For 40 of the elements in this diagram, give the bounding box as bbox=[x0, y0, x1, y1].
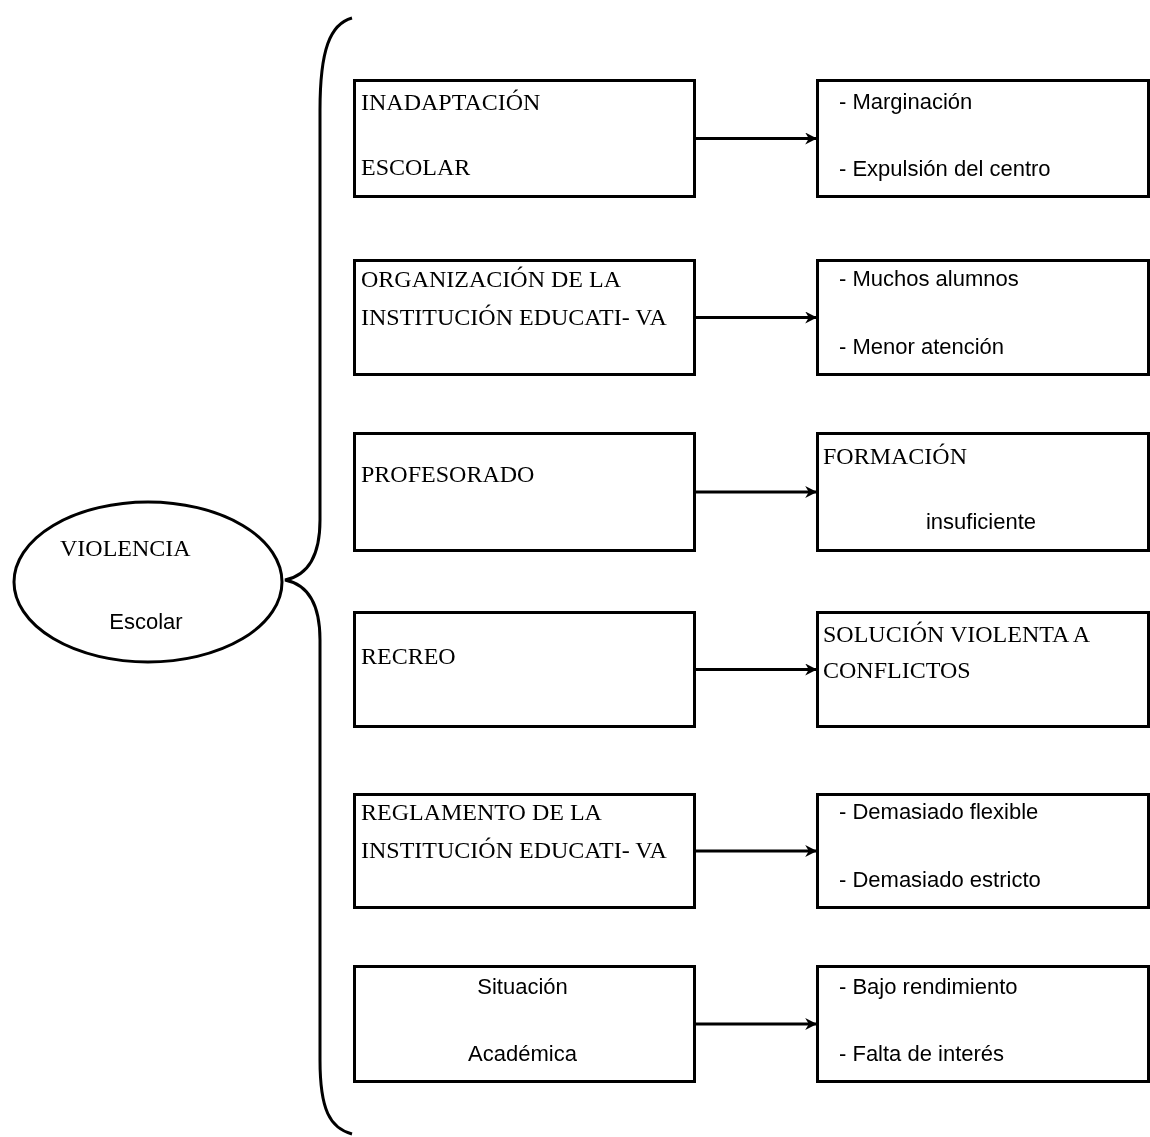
text-box bbox=[353, 611, 696, 728]
arrow bbox=[696, 663, 818, 676]
node-text: - Expulsión del centro bbox=[838, 155, 1052, 183]
arrow bbox=[696, 132, 818, 145]
arrow bbox=[696, 845, 818, 857]
node-text: - Menor atención bbox=[838, 333, 1006, 361]
node-text: ESCOLAR bbox=[360, 153, 472, 182]
node-text: ORGANIZACIÓN DE LA INSTITUCIÓN EDUCATI- VA bbox=[360, 265, 668, 332]
node-text: REGLAMENTO DE LA INSTITUCIÓN EDUCATI- VA bbox=[360, 798, 668, 865]
node-text: insuficiente bbox=[925, 508, 1038, 536]
node-text: - Marginación bbox=[838, 88, 974, 116]
text-box bbox=[816, 432, 1150, 552]
text-box bbox=[816, 965, 1150, 1083]
node-text: INADAPTACIÓN bbox=[360, 88, 542, 117]
text-box bbox=[353, 965, 696, 1083]
arrow bbox=[696, 486, 818, 498]
node-text: Académica bbox=[468, 1040, 578, 1068]
node-text: - Falta de interés bbox=[838, 1040, 1006, 1068]
node-text: FORMACIÓN bbox=[822, 442, 969, 471]
node-text: SOLUCIÓN VIOLENTA A CONFLICTOS bbox=[822, 620, 1091, 685]
node-text: - Bajo rendimiento bbox=[838, 973, 1019, 1001]
ellipse-node bbox=[12, 500, 284, 664]
node-text: RECREO bbox=[360, 642, 457, 671]
text-box bbox=[816, 611, 1150, 728]
text-box bbox=[353, 793, 696, 909]
arrow bbox=[696, 311, 818, 324]
node-text: - Demasiado estricto bbox=[838, 866, 1042, 894]
node-text: Escolar bbox=[109, 608, 184, 636]
node-text: - Demasiado flexible bbox=[838, 798, 1040, 826]
text-box bbox=[816, 259, 1150, 376]
text-box bbox=[353, 259, 696, 376]
node-text: - Muchos alumnos bbox=[838, 265, 1020, 293]
arrow bbox=[696, 1018, 818, 1030]
node-text: VIOLENCIA bbox=[59, 534, 192, 563]
text-box bbox=[816, 793, 1150, 909]
text-box bbox=[816, 79, 1150, 198]
node-text: PROFESORADO bbox=[360, 460, 536, 489]
text-box bbox=[353, 432, 696, 552]
node-text: Situación bbox=[477, 973, 569, 1001]
text-box bbox=[353, 79, 696, 198]
